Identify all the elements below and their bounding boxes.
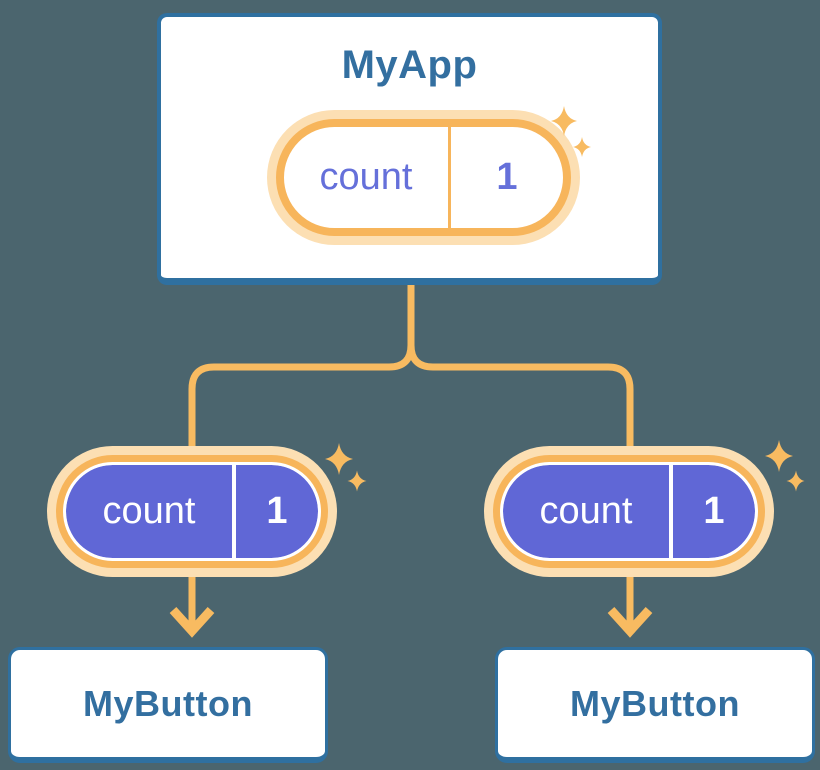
state-pill-ring: count 1: [493, 455, 765, 568]
state-pill-body: count 1: [284, 127, 563, 228]
sparkle-icon-left-small: [347, 470, 367, 492]
state-pill-ring: count 1: [56, 455, 328, 568]
state-pill-right-child: count 1: [484, 446, 774, 577]
connector-right-branch: [407, 283, 634, 626]
state-name: count: [503, 465, 669, 558]
sparkle-icon-right-large: [765, 440, 793, 472]
arrowhead-left-icon: [169, 606, 215, 638]
sparkle-icon-root-small: [573, 137, 591, 157]
arrowhead-right-icon: [607, 606, 653, 638]
state-value: 1: [673, 465, 755, 558]
node-mybutton-right-title: MyButton: [570, 682, 740, 724]
node-mybutton-left: MyButton: [8, 647, 328, 763]
state-value: 1: [448, 127, 563, 228]
sparkle-icon-left-large: [325, 443, 353, 475]
sparkle-icon-right-small: [786, 470, 805, 492]
state-value: 1: [236, 465, 318, 558]
sparkle-icon-root-large: [551, 106, 577, 136]
state-pill-body: count 1: [66, 465, 318, 558]
state-name: count: [319, 156, 413, 198]
state-pill-body: count 1: [503, 465, 755, 558]
node-myapp-title: MyApp: [341, 43, 478, 87]
node-mybutton-right: MyButton: [495, 647, 815, 763]
state-pill-root: count 1: [267, 110, 580, 245]
state-pill-left-child: count 1: [47, 446, 337, 577]
node-mybutton-left-title: MyButton: [83, 682, 253, 724]
state-name: count: [66, 465, 232, 558]
state-pill-ring: count 1: [276, 119, 571, 236]
